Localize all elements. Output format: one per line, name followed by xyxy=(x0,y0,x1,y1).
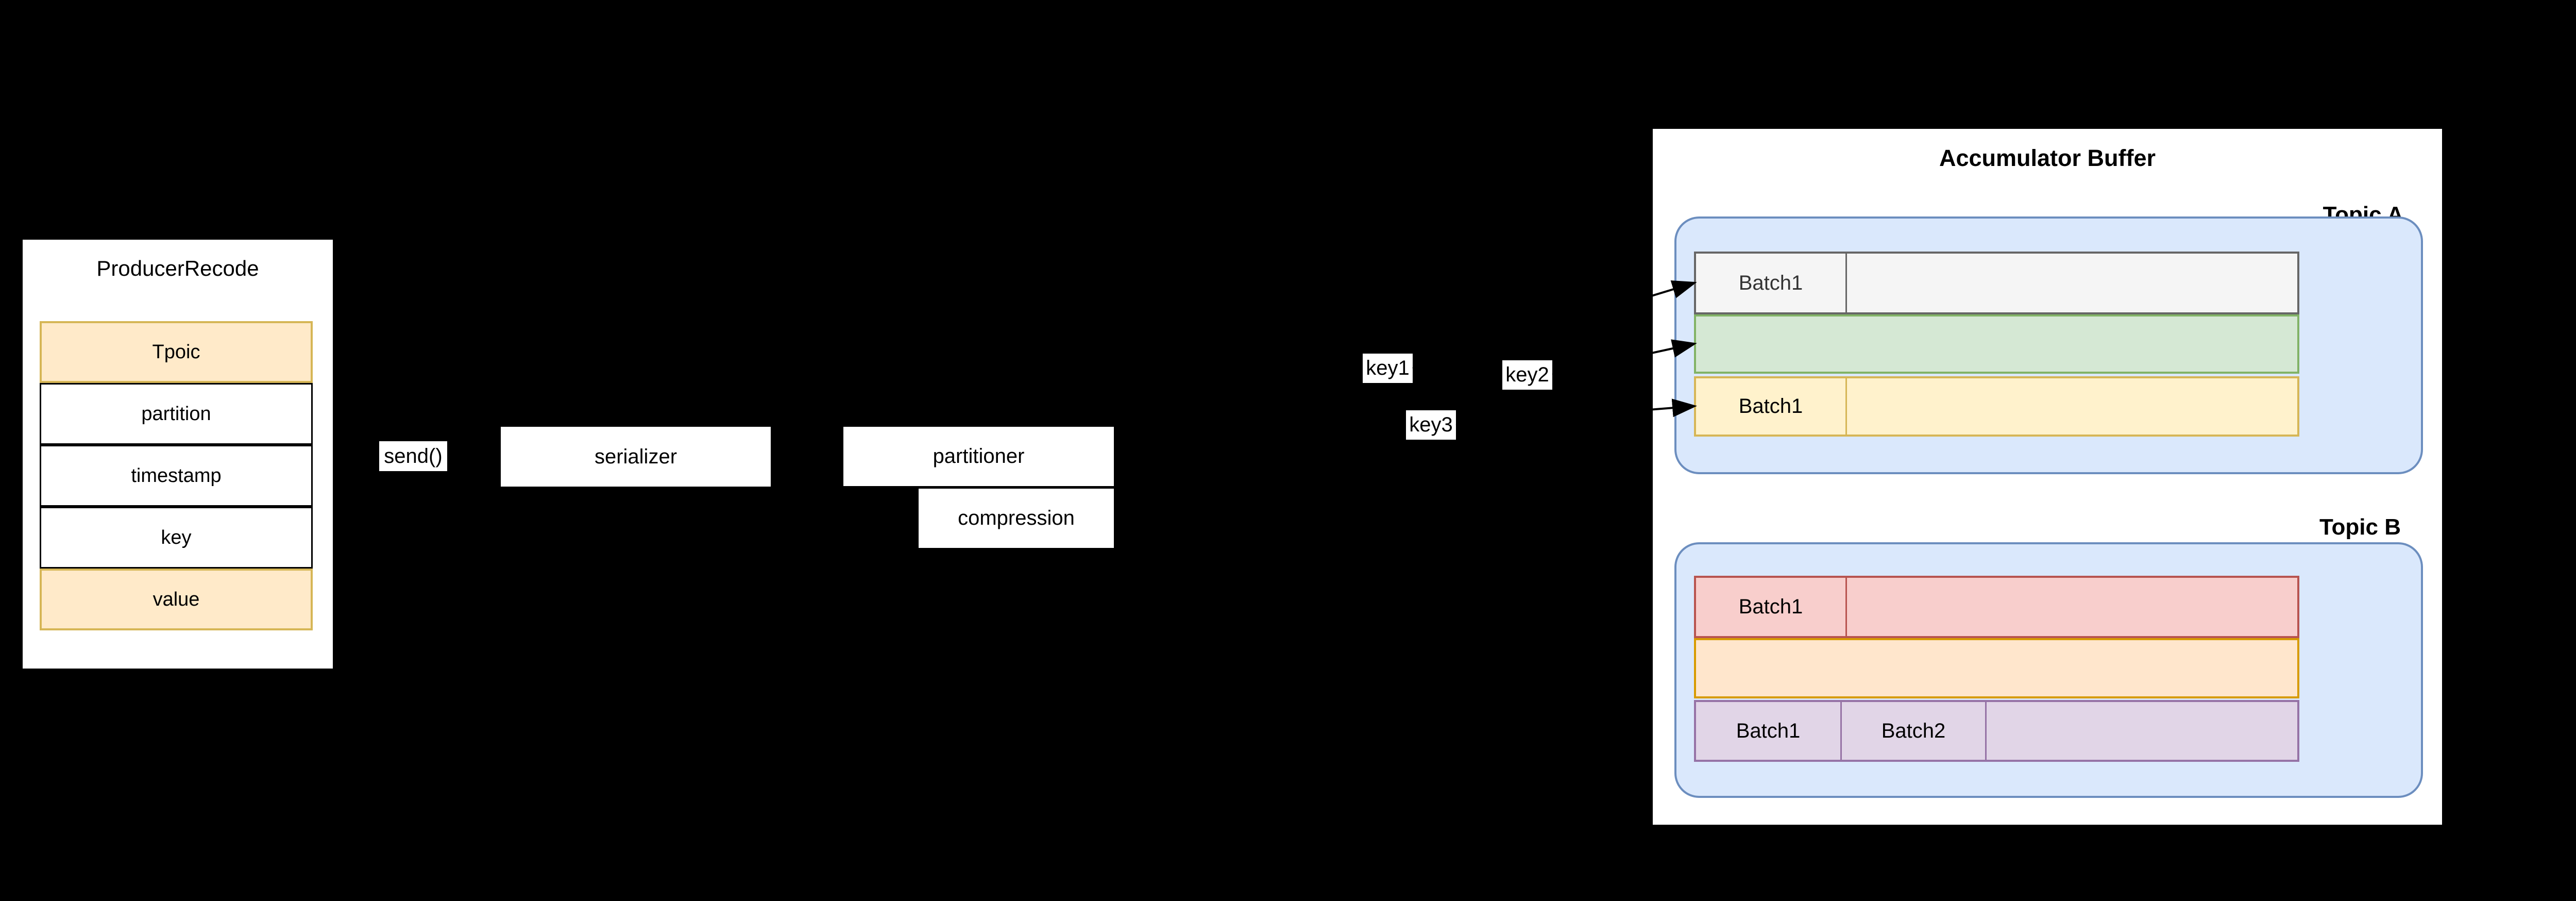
batch-cell: Batch1 xyxy=(1696,702,1842,760)
record-field-topic: Tpoic xyxy=(40,321,313,383)
batch-cell: Batch1 xyxy=(1696,578,1847,636)
topic-b-label: Topic B xyxy=(2319,514,2401,540)
partitioner-box: partitioner xyxy=(843,427,1114,486)
batch-cell: Batch2 xyxy=(1842,702,1987,760)
key-to-partition-arrows xyxy=(1412,280,1697,426)
accumulator-buffer-title: Accumulator Buffer xyxy=(1939,145,2156,171)
key2-label: key2 xyxy=(1502,360,1552,390)
arrow-key3-partition2 xyxy=(1455,398,1697,426)
topic-b-partition2-row: Batch1 Batch2 xyxy=(1694,700,2299,762)
serializer-box: serializer xyxy=(501,427,771,487)
arrow-key2-partition1 xyxy=(1552,339,1697,376)
topic-b-partition1-row xyxy=(1694,638,2299,698)
topic-a-partition2-row: Batch1 xyxy=(1694,376,2299,437)
record-field-timestamp: timestamp xyxy=(40,445,313,507)
arrow-key1-partition0 xyxy=(1412,280,1697,370)
record-field-partition: partition xyxy=(40,383,313,445)
accumulator-buffer-box: Accumulator Buffer Topic A Batch1 Batch1… xyxy=(1653,129,2442,825)
batch-cell: Batch1 xyxy=(1696,254,1847,312)
record-field-key: key xyxy=(40,507,313,569)
producer-record-title: ProducerRecode xyxy=(96,256,259,280)
send-label: send() xyxy=(379,441,447,471)
batch-cell: Batch1 xyxy=(1696,378,1847,435)
key3-label: key3 xyxy=(1406,410,1456,440)
topic-a-partition1-row xyxy=(1694,314,2299,374)
record-field-value: value xyxy=(40,569,313,630)
topic-a-partition0-row: Batch1 xyxy=(1694,252,2299,314)
key1-label: key1 xyxy=(1363,354,1413,383)
producer-record-box: ProducerRecode Tpoic partition timestamp… xyxy=(23,240,333,669)
topic-b-partition0-row: Batch1 xyxy=(1694,576,2299,638)
compression-box: compression xyxy=(919,489,1114,548)
